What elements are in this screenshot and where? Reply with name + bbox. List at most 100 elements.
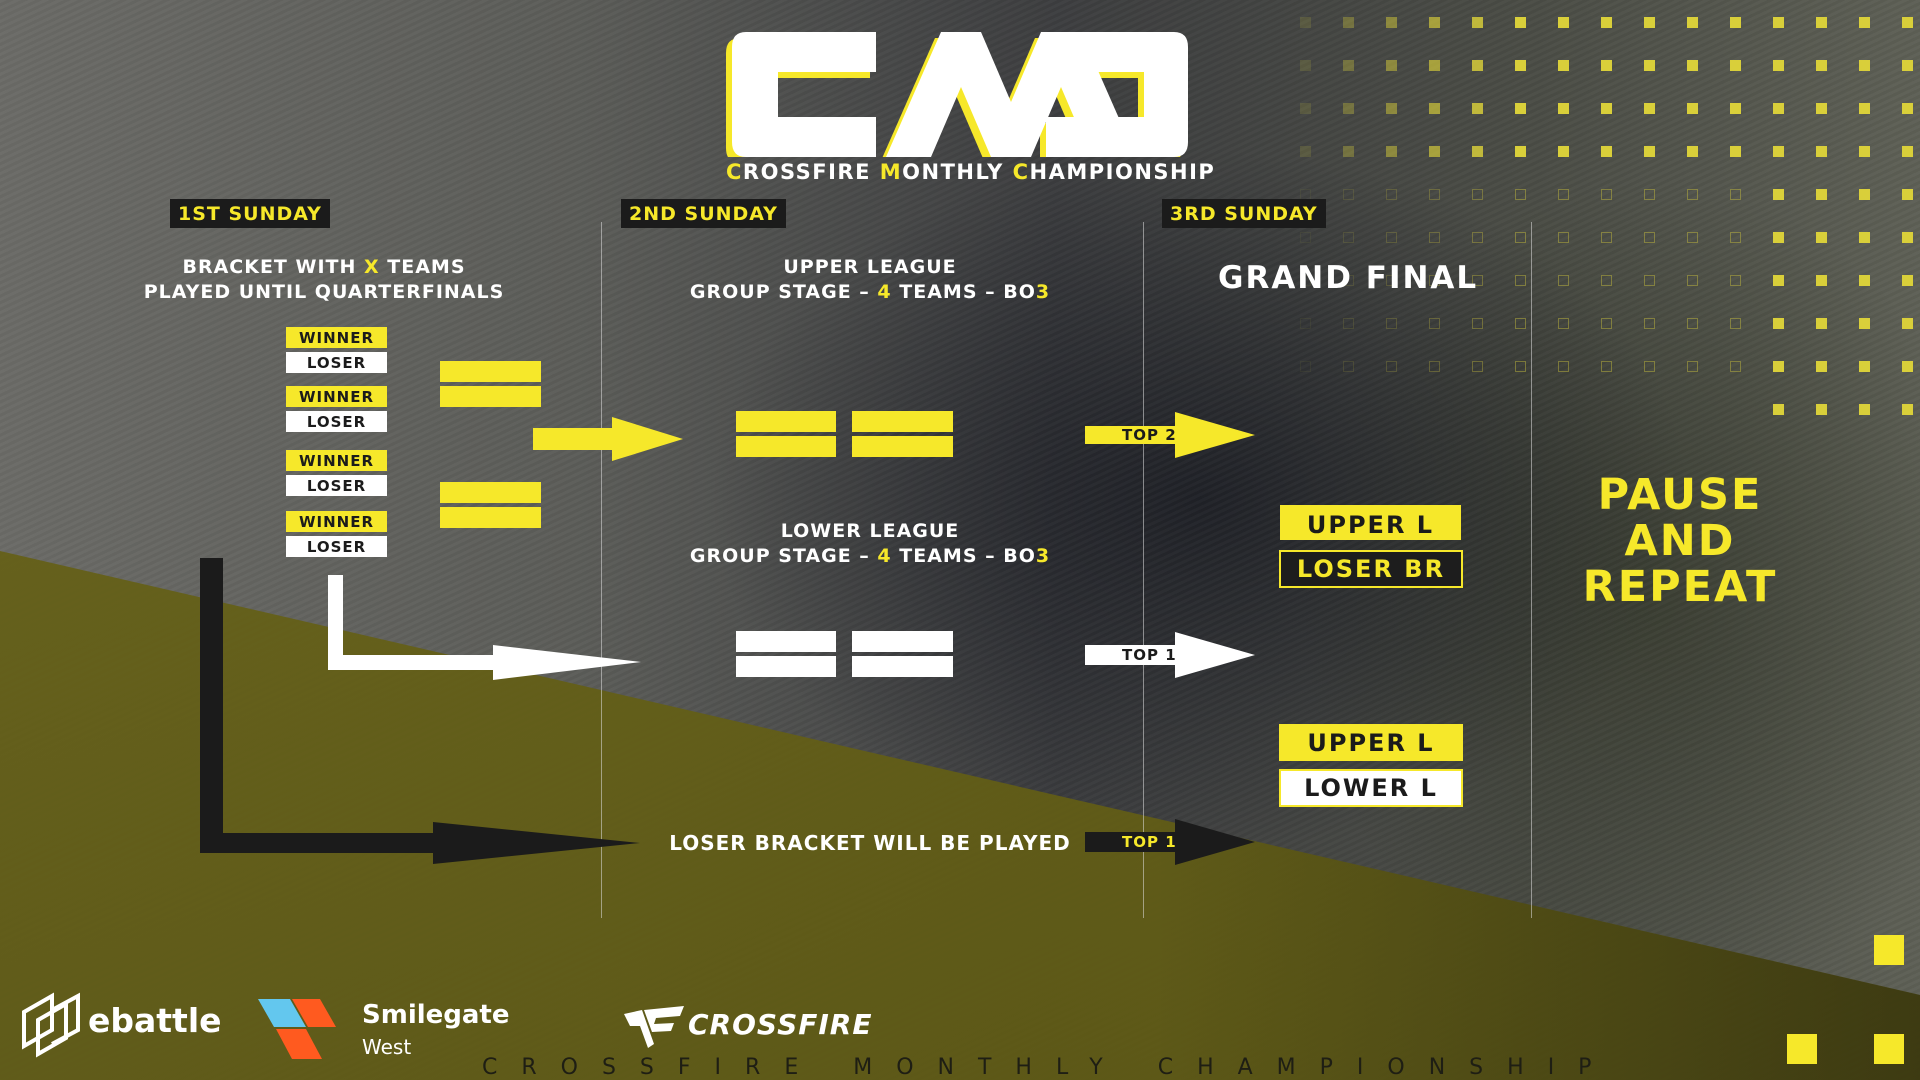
grid-dot bbox=[1687, 318, 1698, 329]
grid-dot bbox=[1644, 189, 1655, 200]
arrow-top1-lower bbox=[1085, 632, 1255, 678]
grid-dot bbox=[1515, 60, 1526, 71]
grid-dot bbox=[1859, 189, 1870, 200]
grid-dot bbox=[1816, 60, 1827, 71]
grid-dot bbox=[1558, 103, 1569, 114]
pause-line: PAUSE bbox=[1597, 470, 1763, 520]
grid-dot bbox=[1644, 17, 1655, 28]
grid-dot bbox=[1730, 232, 1741, 243]
grid-dot bbox=[1300, 103, 1311, 114]
smilegate-sub: West bbox=[362, 1035, 412, 1059]
footer-tagline: CROSSFIRE MONTHLY CHAMPIONSHIP bbox=[482, 1055, 1616, 1080]
grid-dot bbox=[1730, 275, 1741, 286]
grid-dot bbox=[1687, 60, 1698, 71]
grid-dot bbox=[1902, 17, 1913, 28]
grid-dot bbox=[1386, 361, 1397, 372]
grid-dot bbox=[1601, 232, 1612, 243]
grid-dot bbox=[1343, 60, 1354, 71]
grid-dot bbox=[1773, 275, 1784, 286]
grid-dot bbox=[1601, 318, 1612, 329]
dot-grid-decoration bbox=[1300, 17, 1920, 417]
grid-dot bbox=[1515, 189, 1526, 200]
desc-text: BRACKET WITH bbox=[182, 256, 365, 278]
grid-dot bbox=[1343, 103, 1354, 114]
grid-dot bbox=[1601, 60, 1612, 71]
grid-dot bbox=[1558, 189, 1569, 200]
first-sunday-description: BRACKET WITH X TEAMS PLAYED UNTIL QUARTE… bbox=[120, 255, 528, 305]
grid-dot bbox=[1730, 103, 1741, 114]
grid-dot bbox=[1300, 17, 1311, 28]
subtitle-accent-letter: C bbox=[726, 160, 743, 184]
pause-line: REPEAT bbox=[1582, 562, 1778, 612]
team-count-accent: 4 bbox=[877, 281, 892, 303]
desc-text: TEAMS – BO bbox=[891, 545, 1036, 567]
grid-dot bbox=[1429, 318, 1440, 329]
arrow-to-loser-bracket bbox=[200, 558, 640, 864]
grid-dot bbox=[1902, 232, 1913, 243]
smilegate-logo-icon bbox=[258, 999, 336, 1059]
grid-dot bbox=[1730, 146, 1741, 157]
group-slot bbox=[736, 631, 836, 652]
grid-dot bbox=[1300, 232, 1311, 243]
grid-dot bbox=[1601, 275, 1612, 286]
grid-dot bbox=[1300, 275, 1311, 286]
grid-dot bbox=[1343, 146, 1354, 157]
crossfire-logo-icon bbox=[624, 1006, 684, 1048]
ebattle-wordmark: ebattle bbox=[88, 1001, 222, 1040]
grid-dot bbox=[1343, 189, 1354, 200]
grid-dot bbox=[1386, 232, 1397, 243]
grid-dot bbox=[1644, 232, 1655, 243]
grid-dot bbox=[1859, 318, 1870, 329]
upper-league-description: UPPER LEAGUE GROUP STAGE – 4 TEAMS – BO3 bbox=[640, 255, 1100, 305]
grid-dot bbox=[1816, 232, 1827, 243]
grid-dot bbox=[1859, 103, 1870, 114]
grid-dot bbox=[1558, 275, 1569, 286]
bracket-slot bbox=[440, 507, 541, 528]
day-label-1st-sunday: 1ST SUNDAY bbox=[170, 199, 330, 228]
grid-dot bbox=[1773, 60, 1784, 71]
grid-dot bbox=[1601, 361, 1612, 372]
grid-dot bbox=[1687, 103, 1698, 114]
grid-dot bbox=[1472, 103, 1483, 114]
grid-dot bbox=[1300, 361, 1311, 372]
grid-dot bbox=[1429, 146, 1440, 157]
grid-dot bbox=[1343, 318, 1354, 329]
grid-dot bbox=[1472, 232, 1483, 243]
grid-dot bbox=[1558, 60, 1569, 71]
pause-line: AND bbox=[1624, 516, 1736, 566]
group-slot bbox=[736, 656, 836, 677]
grid-dot bbox=[1902, 361, 1913, 372]
grid-dot bbox=[1902, 189, 1913, 200]
grid-dot bbox=[1859, 60, 1870, 71]
group-slot bbox=[852, 631, 953, 652]
arrow-to-upper-league bbox=[533, 417, 683, 461]
cmc-logo bbox=[726, 32, 1188, 157]
grid-dot bbox=[1902, 404, 1913, 415]
ebattle-logo-icon bbox=[22, 992, 80, 1058]
logo-subtitle: CROSSFIRE MONTHLY CHAMPIONSHIP bbox=[726, 160, 1214, 184]
desc-text: GROUP STAGE – bbox=[689, 281, 878, 303]
grid-dot bbox=[1816, 275, 1827, 286]
group-slot bbox=[852, 411, 953, 432]
grid-dot bbox=[1515, 103, 1526, 114]
grid-dot bbox=[1902, 103, 1913, 114]
grid-dot bbox=[1601, 17, 1612, 28]
grid-dot bbox=[1902, 318, 1913, 329]
loser-slot: LOSER bbox=[286, 352, 387, 373]
top1-lower-label: TOP 1 bbox=[1122, 646, 1177, 664]
grid-dot bbox=[1644, 361, 1655, 372]
grid-dot bbox=[1816, 189, 1827, 200]
top2-label: TOP 2 bbox=[1122, 426, 1177, 444]
grid-dot bbox=[1386, 103, 1397, 114]
grid-dot bbox=[1816, 404, 1827, 415]
grid-dot bbox=[1472, 361, 1483, 372]
grid-dot bbox=[1558, 17, 1569, 28]
grid-dot bbox=[1773, 146, 1784, 157]
grid-dot bbox=[1902, 146, 1913, 157]
grid-dot bbox=[1816, 318, 1827, 329]
grid-dot bbox=[1859, 146, 1870, 157]
grid-dot bbox=[1730, 17, 1741, 28]
grid-dot bbox=[1687, 232, 1698, 243]
grid-dot bbox=[1644, 275, 1655, 286]
grid-dot bbox=[1429, 232, 1440, 243]
